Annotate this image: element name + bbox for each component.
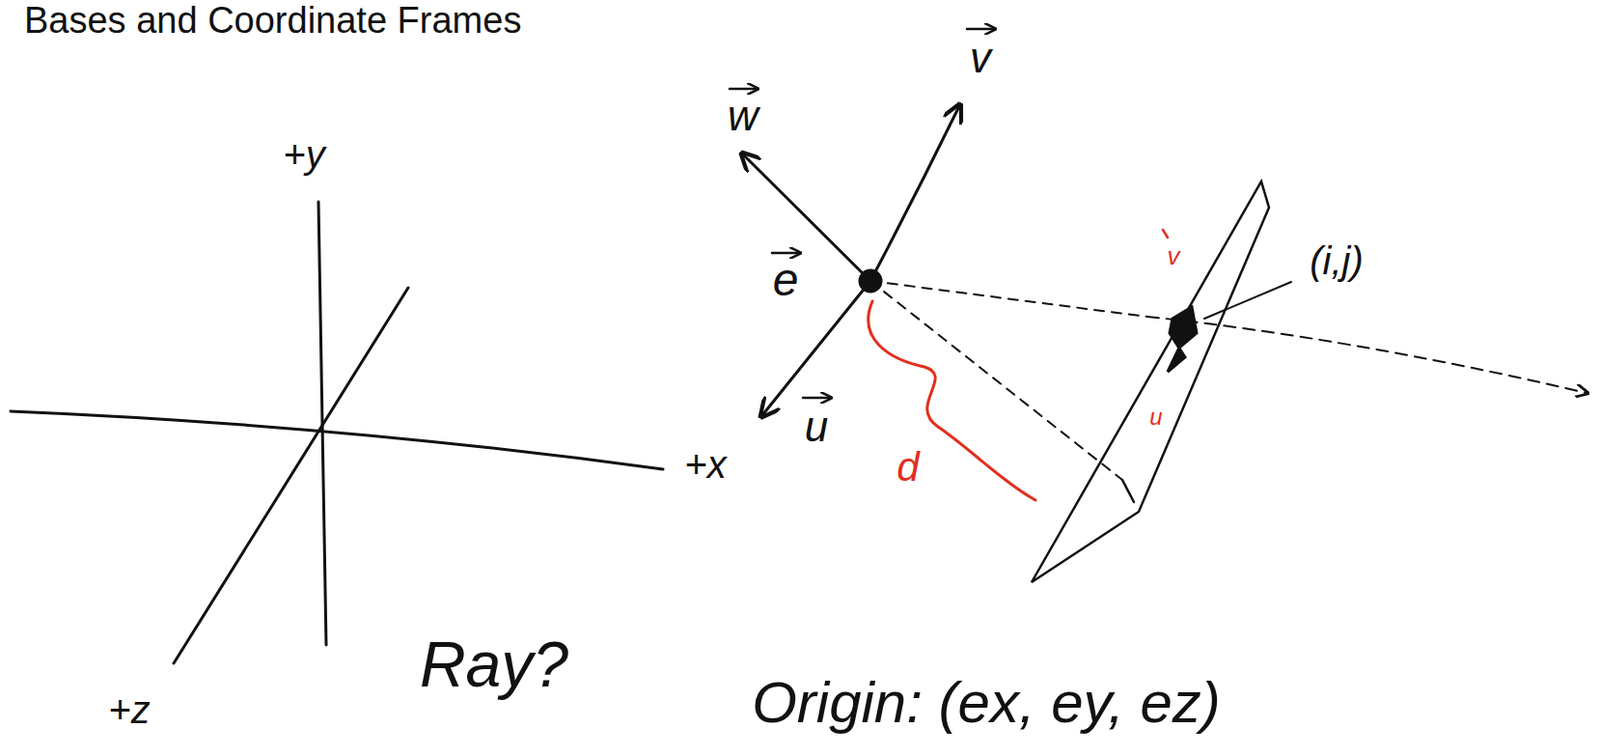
image-plane [1031,181,1269,582]
ray [870,280,1148,317]
vector-mark [966,27,994,31]
vector-mark [772,251,800,255]
x-axis [10,411,663,469]
vector-mark [729,87,757,91]
v-basis-arrow [870,106,960,281]
basis-label: v [969,36,992,80]
pixel-label: (i,j) [1309,241,1364,280]
basis-label: u [804,405,828,448]
vector-mark [1162,229,1168,238]
z-axis [173,287,409,663]
w-basis-arrow [743,154,871,281]
axis-label: +y [282,135,325,174]
ray [1147,316,1587,393]
leader-line [1204,281,1292,319]
plane-axis-label: u [1149,405,1162,429]
question-note: Ray? [419,632,569,696]
page-title: Bases and Coordinate Frames [24,1,522,39]
distance-curve [868,301,1036,500]
eye-label: e [772,256,800,304]
plane-axis-label: v [1167,243,1181,269]
vector-mark [802,396,830,400]
axis-label: +z [108,689,150,729]
pixel-mark [1167,306,1197,372]
plane-corner-mark [1122,479,1134,502]
basis-label: w [727,94,759,138]
distance-label: d [896,446,919,488]
axis-label: +x [684,444,726,484]
origin-note: Origin: (ex, ey, ez) [751,673,1221,732]
